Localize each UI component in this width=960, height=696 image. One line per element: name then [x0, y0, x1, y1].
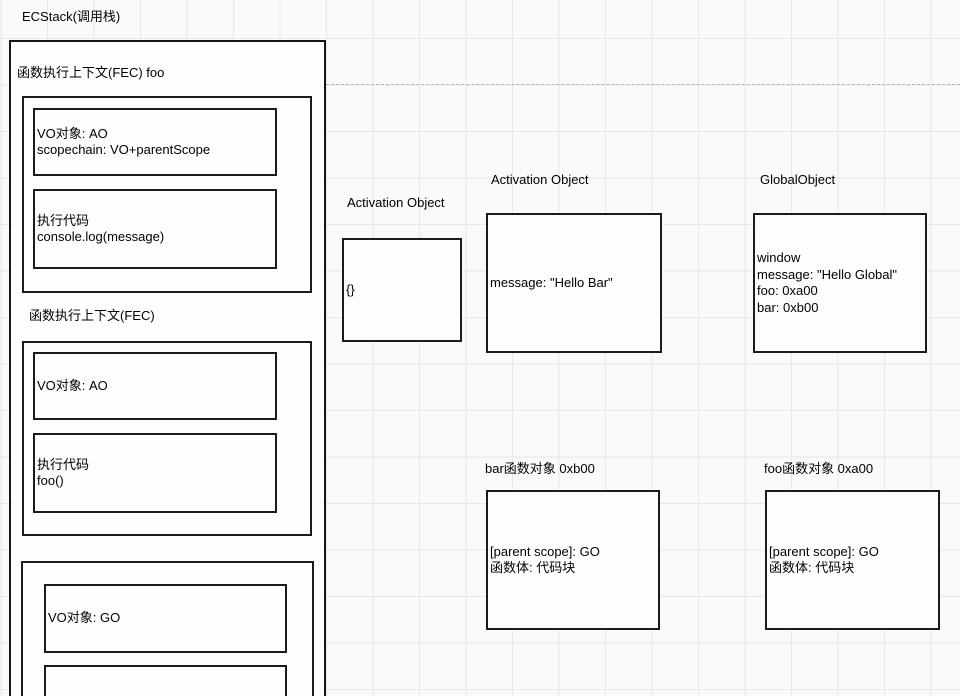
fec-foo-vo-box: VO对象: AO scopechain: VO+parentScope: [33, 108, 277, 176]
foo-pointer-line: foo: 0xa00: [757, 283, 818, 298]
code-title-line: 执行代码: [37, 212, 90, 228]
function-body-line: 函数体: 代码块: [490, 560, 576, 575]
bar-function-box: [parent scope]: GO 函数体: 代码块: [486, 490, 660, 630]
code-line: foo(): [37, 473, 64, 488]
bar-function-label: bar函数对象 0xb00: [485, 461, 595, 476]
activation-object-foo-label: Activation Object: [347, 195, 445, 210]
fec-code-box: 执行代码 foo(): [33, 433, 277, 513]
message-line: message: "Hello Bar": [490, 274, 613, 290]
fec-foo-frame: VO对象: AO scopechain: VO+parentScope 执行代码…: [22, 96, 312, 293]
global-context-frame: VO对象: GO 执行代码: [21, 561, 314, 696]
fec-foo-label: 函数执行上下文(FEC) foo: [17, 65, 165, 80]
global-object-box: window message: "Hello Global" foo: 0xa0…: [753, 213, 927, 353]
global-vo-box: VO对象: GO: [44, 584, 287, 653]
empty-object-literal: {}: [346, 281, 355, 297]
activation-object-bar-label: Activation Object: [491, 172, 589, 187]
code-line: console.log(message): [37, 229, 165, 244]
parent-scope-line: [parent scope]: GO: [769, 543, 879, 559]
message-line: message: "Hello Global": [757, 266, 898, 282]
vo-line: VO对象: AO: [37, 377, 108, 393]
foo-function-label: foo函数对象 0xa00: [764, 461, 874, 476]
page-divider-dashed-line: [326, 84, 960, 85]
global-code-box: 执行代码: [44, 665, 287, 696]
fec-label: 函数执行上下文(FEC): [29, 308, 155, 323]
code-title-line: 执行代码: [37, 456, 90, 472]
activation-object-foo-box: {}: [342, 238, 462, 342]
fec-frame: VO对象: AO 执行代码 foo(): [22, 341, 312, 536]
global-object-label: GlobalObject: [760, 172, 836, 187]
vo-line: VO对象: AO: [37, 125, 108, 141]
vo-line: VO对象: GO: [48, 610, 121, 626]
function-body-line: 函数体: 代码块: [769, 560, 855, 575]
parent-scope-line: [parent scope]: GO: [490, 543, 600, 559]
window-line: window: [757, 250, 801, 265]
activation-object-bar-box: message: "Hello Bar": [486, 213, 662, 353]
scopechain-line: scopechain: VO+parentScope: [37, 142, 211, 157]
ecstack-title: ECStack(调用栈): [22, 9, 121, 24]
fec-foo-code-box: 执行代码 console.log(message): [33, 189, 277, 269]
foo-function-box: [parent scope]: GO 函数体: 代码块: [765, 490, 940, 630]
bar-pointer-line: bar: 0xb00: [757, 299, 819, 315]
call-stack-box: 函数执行上下文(FEC) foo VO对象: AO scopechain: VO…: [9, 40, 326, 696]
fec-vo-box: VO对象: AO: [33, 352, 277, 420]
